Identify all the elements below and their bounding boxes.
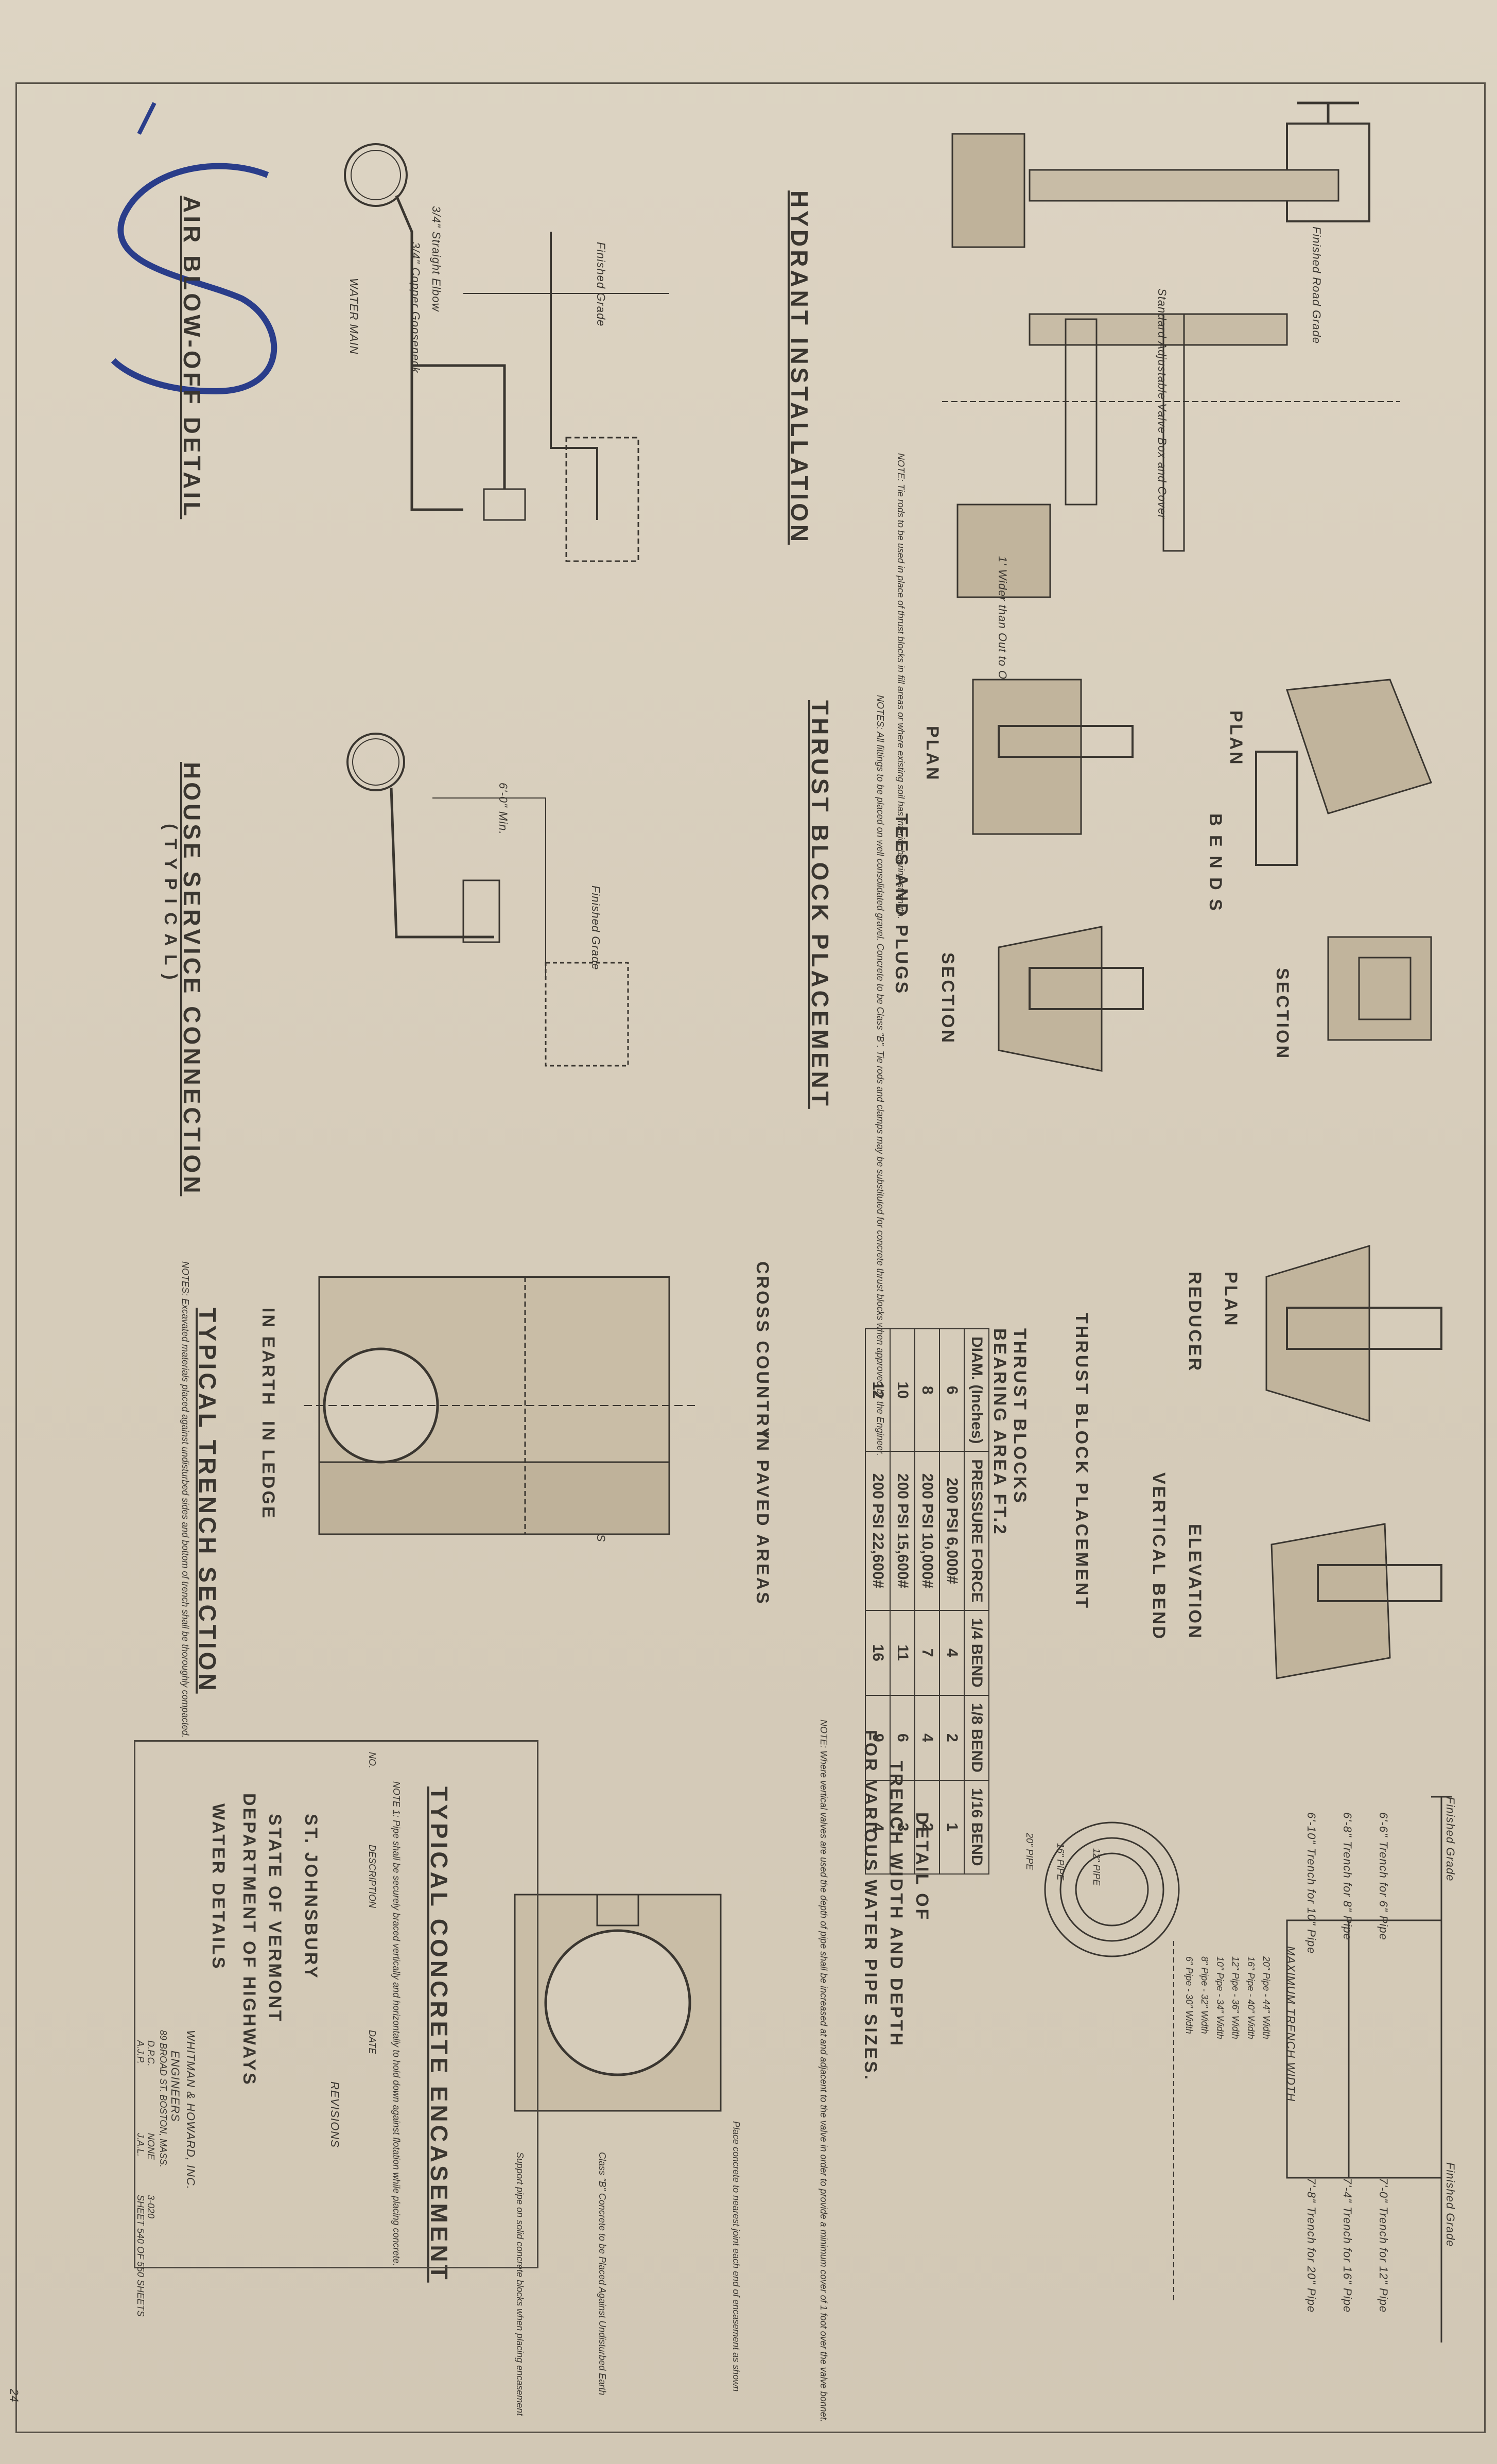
cell: 200 PSI 15,600#	[890, 1451, 915, 1610]
finished-grade-label: Finished Grade	[595, 242, 607, 327]
checked-by: A.J.P.	[135, 2040, 146, 2064]
trench-section-drawing	[304, 1276, 695, 1535]
depth-title-2: TRENCH WIDTH AND DEPTH	[886, 1761, 906, 2048]
encasement-drawing	[514, 1894, 722, 2112]
six-foot-min-label: 6'-0" Min.	[497, 783, 510, 835]
firm-name: WHITMAN & HOWARD, INC.	[184, 2030, 197, 2190]
cell: 12	[865, 1329, 890, 1452]
depth-note: NOTE: Where vertical valves are used the…	[819, 1720, 829, 2422]
water-main-label: WATER MAIN	[347, 278, 360, 355]
width-12: 12" Pipe - 36" Width	[1230, 1956, 1241, 2039]
width-6: 6" Pipe - 30" Width	[1184, 1956, 1194, 2034]
cell: 11	[890, 1610, 915, 1695]
sheet-border	[15, 82, 1486, 2433]
cell: 200 PSI 6,000#	[939, 1451, 964, 1610]
width-8: 8" Pipe - 32" Width	[1199, 1956, 1210, 2034]
drawn-by: D.P.C.	[146, 2040, 156, 2067]
cell: 7	[915, 1610, 939, 1695]
rev-col-date: DATE	[367, 2030, 377, 2054]
firm-address: 89 BROAD ST. BOSTON, MASS.	[158, 2030, 168, 2168]
finished-road-grade-label: Finished Road Grade	[1310, 227, 1323, 344]
trench-8: 6'-8" Trench for 8" Pipe	[1341, 1812, 1354, 1940]
trench-section-title: TYPICAL TRENCH SECTION	[194, 1308, 221, 1694]
encase-label-1: Place concrete to nearest joint each end…	[731, 2121, 741, 2392]
cell: 2	[939, 1695, 964, 1780]
th-diam: DIAM. (Inches)	[964, 1329, 989, 1452]
cell: 8	[915, 1329, 939, 1452]
revisions-label: REVISIONS	[328, 2081, 341, 2148]
department-name: DEPARTMENT OF HIGHWAYS	[239, 1793, 259, 2087]
th-pressure: PRESSURE FORCE	[964, 1451, 989, 1610]
width-16: 16" Pipe - 40" Width	[1246, 1956, 1256, 2039]
gooseneck-label: 3/4" Copper Gooseneck	[409, 242, 422, 374]
scale-value: NONE	[146, 2133, 156, 2160]
paved-areas-label: IN PAVED AREAS	[753, 1431, 772, 1606]
trench-20: 7'-8" Trench for 20" Pipe	[1305, 2178, 1318, 2313]
th-q: 1/4 BEND	[964, 1610, 989, 1695]
house-service-title: HOUSE SERVICE CONNECTION	[179, 762, 205, 1196]
pipe-label-20: 20" PIPE	[1024, 1833, 1035, 1870]
pipe-label-16: 16" PIPE	[1055, 1843, 1066, 1881]
cell: 16	[865, 1610, 890, 1695]
rev-col-no: NO.	[367, 1752, 377, 1769]
cross-country-label: CROSS COUNTRY	[753, 1261, 772, 1442]
depth-title: DETAIL OF	[912, 1812, 932, 1922]
cell: 1	[939, 1780, 964, 1874]
rev-col-desc: DESCRIPTION	[367, 1845, 377, 1908]
trench-6: 6'-6" Trench for 6" Pipe	[1377, 1812, 1390, 1940]
corner-number: 24	[8, 2389, 21, 2403]
cell: 200 PSI 10,000#	[915, 1451, 939, 1610]
town-name: ST. JOHNSBURY	[301, 1814, 321, 1980]
encase-label-3: Class "B" Concrete to be Placed Against …	[597, 2152, 607, 2396]
air-blowoff-drawing	[344, 143, 669, 562]
vertical-bend-label: VERTICAL BEND	[1149, 1472, 1169, 1641]
in-earth-label: IN EARTH	[258, 1308, 278, 1407]
state-name: STATE OF VERMONT	[265, 1814, 285, 2023]
in-ledge-label: IN LEDGE	[258, 1421, 278, 1520]
th-e: 1/8 BEND	[964, 1695, 989, 1780]
section-label-tees: SECTION	[938, 952, 958, 1045]
depth-title-3: FOR VARIOUS WATER PIPE SIZES.	[861, 1730, 880, 2082]
tees-label: TEES AND PLUGS	[892, 813, 911, 996]
reducer-drawing	[1265, 1244, 1442, 1679]
cell: 4	[915, 1695, 939, 1780]
house-finished-grade-label: Finished Grade	[589, 886, 602, 970]
thrust-placement-title-2: THRUST BLOCK PLACEMENT	[1072, 1313, 1091, 1610]
plan-label-reducer: PLAN	[1221, 1272, 1241, 1328]
depth-diagram	[1044, 1796, 1452, 2342]
hydrant-title: HYDRANT INSTALLATION	[786, 190, 813, 545]
sheet-number: SHEET 540 OF 550 SHEETS	[135, 2195, 146, 2317]
width-20: 20" Pipe - 44" Width	[1261, 1956, 1272, 2039]
hydrant-drawing	[942, 101, 1400, 598]
cell: 4	[939, 1610, 964, 1695]
house-service-drawing	[346, 733, 629, 1067]
pipe-label-12: 12" PIPE	[1091, 1848, 1102, 1886]
job-number: 3-020	[146, 2195, 156, 2219]
trench-12: 7'-0" Trench for 12" Pipe	[1377, 2178, 1390, 2313]
cell: 6	[939, 1329, 964, 1452]
thrust-block-drawings	[972, 679, 1433, 1072]
sheet-title: WATER DETAILS	[208, 1803, 228, 1971]
straight-elbow-label: 3/4" Straight Elbow	[430, 206, 443, 312]
trench-10: 6'-10" Trench for 10" Pipe	[1305, 1812, 1318, 1954]
elevation-label: ELEVATION	[1185, 1524, 1205, 1640]
cell: 200 PSI 22,600#	[865, 1451, 890, 1610]
width-10: 10" Pipe - 34" Width	[1215, 1956, 1225, 2039]
plan-label-tees: PLAN	[922, 726, 942, 782]
reducer-label: REDUCER	[1185, 1272, 1205, 1373]
cell: 10	[890, 1329, 915, 1452]
firm-subtitle: ENGINEERS	[169, 2051, 182, 2122]
thrust-title: THRUST BLOCK PLACEMENT	[807, 700, 833, 1109]
valve-box-label: Standard Adjustable Valve Box and Cover	[1156, 288, 1169, 519]
date-value: J.A.L.	[135, 2133, 146, 2157]
air-blowoff-title: AIR BLOW-OFF DETAIL	[179, 196, 205, 519]
title-block: ST. JOHNSBURY STATE OF VERMONT DEPARTMEN…	[134, 1740, 538, 2317]
house-service-subtitle: ( T Y P I C A L )	[161, 824, 180, 982]
trench-16: 7'-4" Trench for 16" Pipe	[1341, 2178, 1354, 2313]
trench-notes: NOTES: Excavated materials placed agains…	[180, 1261, 190, 1738]
